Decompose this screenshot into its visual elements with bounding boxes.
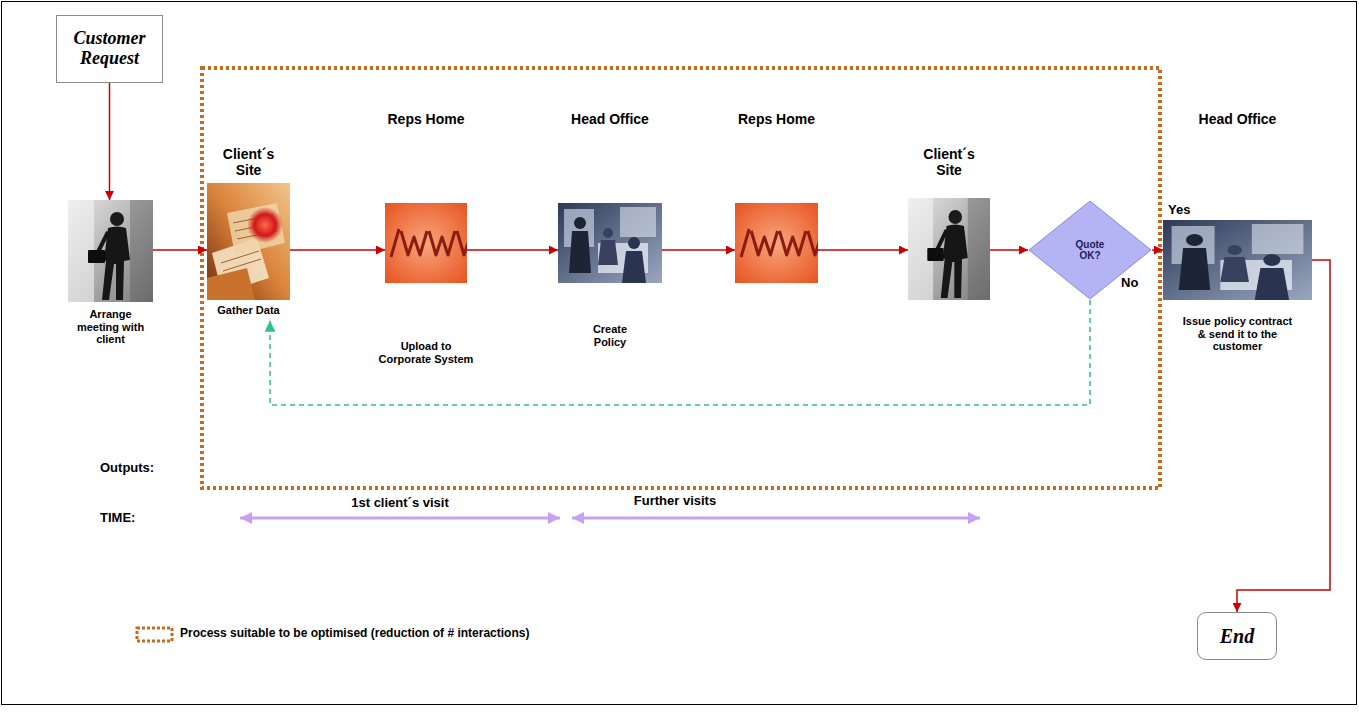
loop-back-arrow <box>270 300 1090 405</box>
flow-arrow <box>1152 249 1163 251</box>
photo-frame <box>207 183 290 300</box>
flow-arrow <box>467 249 558 251</box>
location-heading: Reps Home <box>738 111 815 127</box>
photo-frame <box>1163 220 1312 300</box>
photo-step: Reps Home <box>735 203 818 287</box>
node-title: End <box>1220 625 1254 647</box>
time-span-label: 1st client´s visit <box>351 496 449 511</box>
flow-arrow <box>818 249 908 251</box>
step-caption: Upload to Corporate System <box>374 340 478 365</box>
flow-arrow <box>153 249 207 251</box>
flow-arrow <box>109 83 111 200</box>
optimisation-frame <box>202 68 1160 488</box>
branch-label: No <box>1120 276 1139 291</box>
time-span-arrow <box>240 517 560 520</box>
photo-papers <box>207 183 290 300</box>
page-border <box>2 2 1357 705</box>
photo-office <box>558 203 662 283</box>
photo-step: Reps HomeUpload to Corporate System <box>385 203 467 369</box>
row-label: Outputs: <box>100 461 154 476</box>
flow-arrow <box>990 249 1028 251</box>
step-caption: Create Policy <box>585 323 635 348</box>
photo-frame <box>908 198 990 300</box>
photo-businessman <box>908 198 990 300</box>
photo-web <box>385 203 470 283</box>
location-heading: Reps Home <box>387 111 464 127</box>
photo-step: Client´s SiteGather Data <box>207 183 290 321</box>
photo-web <box>735 203 821 283</box>
photo-step: Client´s Site <box>908 198 990 304</box>
photo-frame <box>68 200 153 302</box>
flow-arrow <box>662 249 735 251</box>
branch-label: Yes <box>1167 203 1191 218</box>
location-heading: Head Office <box>571 111 649 127</box>
decision-text: Quote OK? <box>1065 239 1115 262</box>
flow-arrow <box>290 249 385 251</box>
diamond-shape <box>1029 201 1151 299</box>
photo-frame <box>558 203 662 283</box>
start-box: Customer Request <box>56 15 163 83</box>
time-span-label: Further visits <box>634 494 716 509</box>
photo-step: Head OfficeIssue policy contract & send … <box>1163 220 1312 357</box>
legend-text: Process suitable to be optimised (reduct… <box>180 627 529 641</box>
row-label: TIME: <box>100 511 135 526</box>
time-span-arrow <box>572 517 980 520</box>
step-caption: Issue policy contract & send it to the c… <box>1178 315 1298 353</box>
end-box: End <box>1197 612 1277 660</box>
node-title: Customer Request <box>63 29 156 69</box>
photo-frame <box>385 203 467 283</box>
step-caption: Arrange meeting with client <box>71 308 151 346</box>
photo-office <box>1163 220 1312 300</box>
step-caption: Gather Data <box>204 304 294 317</box>
location-heading: Head Office <box>1199 111 1277 127</box>
location-heading: Client´s Site <box>214 146 284 178</box>
flow-arrow <box>1237 260 1330 612</box>
photo-businessman <box>68 200 153 302</box>
photo-step: Arrange meeting with client <box>68 200 153 350</box>
photo-frame <box>735 203 818 283</box>
location-heading: Client´s Site <box>914 146 984 178</box>
legend-swatch <box>137 628 172 641</box>
photo-step: Head OfficeCreate Policy <box>558 203 662 352</box>
